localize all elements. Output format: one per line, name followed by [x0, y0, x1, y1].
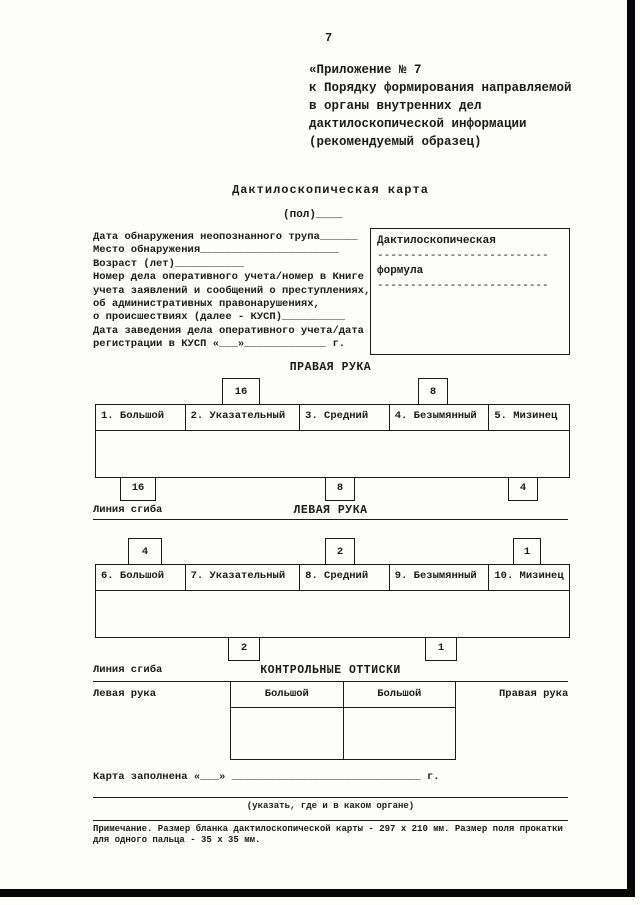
finger-cell: 8. Средний [300, 565, 390, 590]
section-title-control-prints: КОНТРОЛЬНЫЕ ОТТИСКИ [260, 664, 401, 677]
finger-cell: 10. Мизинец [494, 570, 564, 582]
finger-tab-top: 1 [513, 538, 541, 564]
header-line: к Порядку формирования направляемой [309, 81, 572, 95]
form-field-line: об административных правонарушениях, [93, 298, 320, 311]
fold-line-label: Линия сгиба [93, 504, 163, 516]
formula-dash-line: -------------------------- [377, 250, 549, 262]
scan-edge-bottom [0, 889, 635, 897]
page-number: 7 [325, 31, 333, 45]
finger-header-row: 6. Большой 7. Указательный 8. Средний 9.… [95, 564, 570, 591]
finger-cell: 2. Указательный [186, 405, 301, 430]
finger-tab-top: 4 [128, 538, 162, 564]
formula-box: Дактилоскопическая ---------------------… [370, 228, 570, 355]
finger-tab-bottom: 16 [120, 478, 156, 501]
header-line: в органы внутренних дел [309, 99, 482, 113]
finger-cell: 4. Безымянный [390, 405, 490, 430]
fingerprint-area [95, 590, 570, 638]
scan-edge-right [627, 0, 635, 897]
finger-header-row: 1. Большой 2. Указательный 3. Средний 4.… [95, 404, 570, 431]
form-field-line: регистрации в КУСП «___»_____________ г. [93, 338, 346, 351]
left-hand-table: 4 2 1 6. Большой 7. Указательный 8. Сред… [95, 538, 570, 661]
header-line: (рекомендуемый образец) [309, 135, 482, 149]
finger-cell: 3. Средний [300, 405, 390, 430]
fold-line [93, 519, 568, 520]
control-header-row: Большой Большой [230, 681, 456, 708]
finger-tab-bottom: 1 [425, 638, 457, 661]
right-hand-label: Правая рука [499, 688, 569, 700]
fold-line-label: Линия сгиба [93, 664, 163, 676]
org-hint: (указать, где и в каком органе) [246, 801, 415, 811]
section-title-left-hand: ЛЕВАЯ РУКА [293, 504, 368, 517]
form-fields: Дата обнаружения неопознанного трупа____… [93, 231, 378, 352]
org-underline [93, 797, 568, 798]
finger-tab-top: 8 [418, 378, 448, 404]
finger-tab-bottom: 4 [508, 478, 538, 501]
finger-tab-bottom: 2 [228, 638, 260, 661]
control-prints-table: Большой Большой [230, 681, 456, 760]
finger-cell: 9. Безымянный [390, 565, 490, 590]
finger-cell: 7. Указательный [186, 565, 301, 590]
formula-box-title: Дактилоскопическая [377, 235, 496, 247]
finger-cell: 6. Большой [96, 565, 186, 590]
section-title-right-hand: ПРАВАЯ РУКА [289, 361, 372, 374]
control-print-area [230, 708, 456, 760]
finger-tab-bottom: 8 [325, 478, 355, 501]
form-field-line: Дата заведения дела оперативного учета/д… [93, 324, 364, 337]
finger-cell: 5. Мизинец [494, 410, 558, 422]
control-print-cell [231, 708, 344, 759]
form-field-line: Номер дела оперативного учета/номер в Кн… [93, 271, 364, 284]
form-field-line: о происшествиях (далее - КУСП)__________ [93, 311, 346, 324]
form-field-line: Место обнаружения______________________ [93, 244, 339, 257]
finger-tab-top: 16 [222, 378, 260, 404]
finger-cell: 1. Большой [96, 405, 186, 430]
left-hand-label: Левая рука [93, 688, 157, 700]
header-line: «Приложение № 7 [309, 63, 422, 77]
form-field-line: Возраст (лет)___________ [93, 257, 245, 270]
header-line: дактилоскопической информации [309, 117, 527, 131]
note-text: Примечание. Размер бланка дактилоскопиче… [93, 824, 563, 845]
control-col-header: Большой [231, 682, 344, 707]
control-col-header: Большой [377, 688, 422, 700]
sex-field: (пол)____ [283, 209, 343, 221]
finger-tab-top: 2 [325, 538, 355, 564]
note-separator [93, 820, 568, 821]
formula-dash-line: -------------------------- [377, 280, 549, 292]
right-hand-table: 16 8 1. Большой 2. Указательный 3. Средн… [95, 378, 570, 501]
form-field-line: учета заявлений и сообщений о преступлен… [93, 284, 371, 297]
form-field-line: Дата обнаружения неопознанного трупа____… [93, 231, 358, 243]
fingerprint-area [95, 430, 570, 478]
card-filled-line: Карта заполнена «___» __________________… [93, 771, 440, 783]
formula-box-label: формула [377, 265, 424, 277]
control-print-cell [344, 708, 456, 759]
doc-title: Дактилоскопическая карта [232, 183, 429, 197]
appendix-header: «Приложение № 7 к Порядку формирования н… [309, 61, 572, 151]
